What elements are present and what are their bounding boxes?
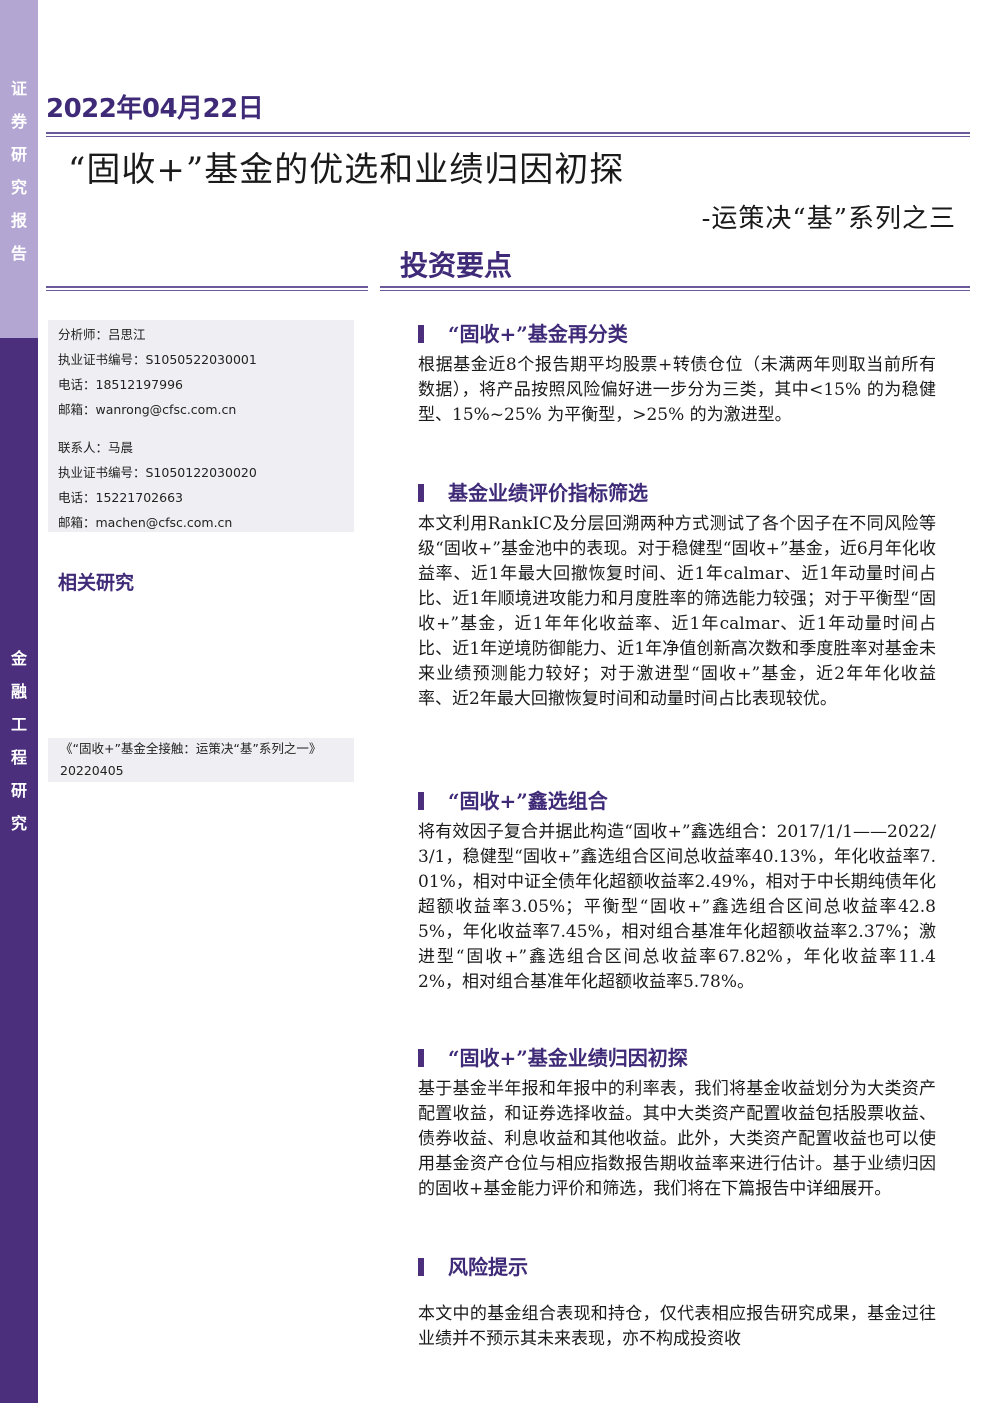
section-body-indicators: 本文利用RankIC及分层回溯两种方式测试了各个因子在不同风险等级“固收+”基金… <box>418 514 936 709</box>
title-divider <box>46 132 970 137</box>
section-marker <box>418 792 424 810</box>
key-points-heading: 投资要点 <box>400 249 513 282</box>
side-label-category: 金 融 工 程 研 究 <box>10 649 27 833</box>
report-date: 2022年04月22日 <box>46 94 264 124</box>
contact-phone: 电话：15221702663 <box>58 490 183 505</box>
section-marker <box>418 325 424 343</box>
section-heading-indicators: 基金业绩评价指标筛选 <box>418 477 648 506</box>
right-divider <box>380 286 970 291</box>
report-title: “固收+”基金的优选和业绩归因初探 <box>68 150 625 190</box>
related-research-box: 《“固收+”基金全接触：运策决“基”系列之一》20220405 <box>48 738 354 782</box>
contact-email: 邮箱：machen@cfsc.com.cn <box>58 515 233 530</box>
section-heading-attribution: “固收+”基金业绩归因初探 <box>418 1042 688 1071</box>
section-heading-risk: 风险提示 <box>418 1251 528 1280</box>
contact-cert: 执业证书编号：S1050122030020 <box>58 465 257 480</box>
section-heading-reclassify: “固收+”基金再分类 <box>418 318 628 347</box>
section-body-risk: 本文中的基金组合表现和持仓，仅代表相应报告研究成果，基金过往业绩并不预示其未来表… <box>418 1304 936 1349</box>
section-heading-text: “固收+”基金再分类 <box>448 322 628 346</box>
section-heading-portfolio: “固收+”鑫选组合 <box>418 785 608 814</box>
section-marker <box>418 484 424 502</box>
section-body-attribution: 基于基金半年报和年报中的利率表，我们将基金收益划分为大类资产配置收益，和证券选择… <box>418 1079 936 1199</box>
contact-name: 联系人：马晨 <box>58 440 134 455</box>
analyst-info-box: 分析师：吕思江 执业证书编号：S1050522030001 电话：1851219… <box>48 320 354 532</box>
related-research-heading: 相关研究 <box>58 572 135 594</box>
section-marker <box>418 1258 424 1276</box>
section-heading-text: 风险提示 <box>448 1255 528 1279</box>
section-body-portfolio: 将有效因子复合并据此构造“固收+”鑫选组合：2017/1/1——2022/3/1… <box>418 822 936 992</box>
section-marker <box>418 1049 424 1067</box>
left-divider <box>46 286 368 291</box>
section-heading-text: “固收+”鑫选组合 <box>448 789 608 813</box>
side-band-top <box>0 0 38 338</box>
related-research-link[interactable]: 《“固收+”基金全接触：运策决“基”系列之一》20220405 <box>60 741 322 778</box>
report-subtitle: -运策决“基”系列之三 <box>701 204 956 234</box>
side-label-report-type: 证 券 研 究 报 告 <box>10 79 27 263</box>
section-heading-text: “固收+”基金业绩归因初探 <box>448 1046 688 1070</box>
section-heading-text: 基金业绩评价指标筛选 <box>448 481 648 505</box>
analyst-name: 分析师：吕思江 <box>58 327 146 342</box>
analyst-phone: 电话：18512197996 <box>58 377 183 392</box>
analyst-email: 邮箱：wanrong@cfsc.com.cn <box>58 402 237 417</box>
section-body-reclassify: 根据基金近8个报告期平均股票+转债仓位（未满两年则取当前所有数据），将产品按照风… <box>418 355 936 425</box>
side-band-bottom <box>0 338 38 1403</box>
analyst-cert: 执业证书编号：S1050522030001 <box>58 352 257 367</box>
